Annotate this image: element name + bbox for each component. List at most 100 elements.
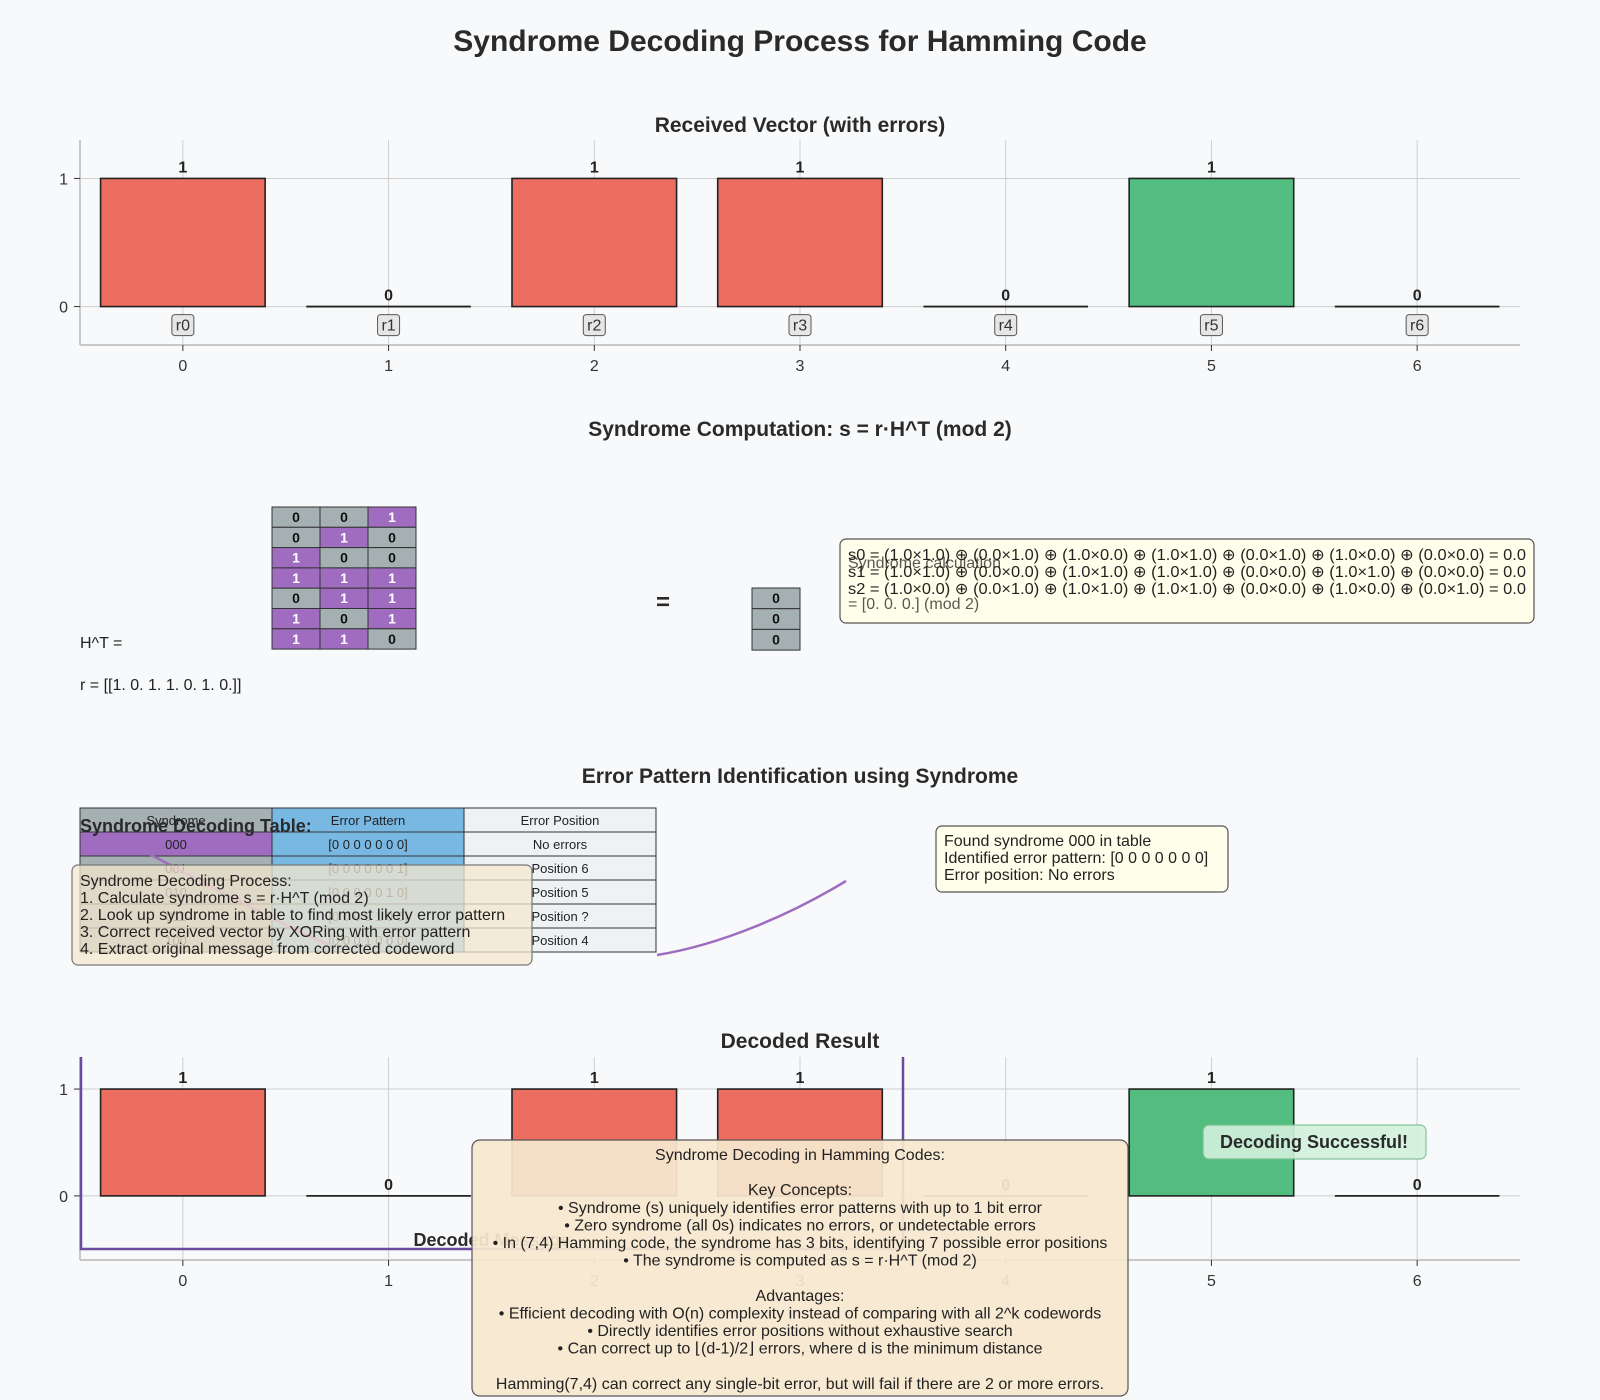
x-tick-label: 4	[1001, 358, 1010, 375]
equals-sign: =	[656, 589, 670, 616]
x-tick-label: 0	[178, 358, 187, 375]
syndrome-calculation-box: Syndrome calculation = [0. 0. 0.] (mod 2…	[839, 538, 1535, 624]
decoding-success-text: Decoding Successful!	[1220, 1132, 1408, 1152]
info-line: Syndrome Decoding in Hamming Codes:	[655, 1147, 945, 1164]
table-header-cell	[271, 807, 465, 833]
x-tick-label: 6	[1413, 1273, 1422, 1290]
bit-label: r6	[1410, 318, 1424, 335]
ht-cell-value: 0	[388, 529, 396, 545]
bar	[1128, 177, 1295, 308]
bit-label-box	[171, 314, 195, 337]
x-tick-label: 6	[1413, 358, 1422, 375]
ht-cell-value: 1	[340, 570, 348, 586]
ht-cell-value: 0	[340, 611, 348, 627]
ht-cell-value: 1	[292, 611, 300, 627]
y-tick-label: 0	[59, 1189, 68, 1206]
x-tick-label: 3	[796, 358, 805, 375]
table-cell	[271, 831, 465, 857]
bar-value-label: 0	[1413, 1177, 1422, 1194]
process-line-1: 1. Calculate syndrome s = r·H^T (mod 2)	[80, 890, 369, 907]
found-line-0: Found syndrome 000 in table	[944, 833, 1151, 850]
ht-cell-value: 1	[292, 570, 300, 586]
ht-cell-value: 1	[388, 570, 396, 586]
calc-line-s0: s0 = (1.0×1.0) ⊕ (0.0×1.0) ⊕ (1.0×0.0) ⊕…	[848, 547, 1526, 564]
process-line-4: 4. Extract original message from correct…	[80, 941, 454, 958]
info-line: Hamming(7,4) can correct any single-bit …	[496, 1376, 1104, 1393]
received-vector-text: r = [[1. 0. 1. 1. 0. 1. 0.]]	[80, 677, 241, 694]
info-line: • Zero syndrome (all 0s) indicates no er…	[564, 1217, 1036, 1234]
table-title: Syndrome Decoding Table:	[80, 816, 312, 836]
process-line-2: 2. Look up syndrome in table to find mos…	[80, 907, 505, 924]
bit-label-box	[994, 314, 1018, 337]
table-cell-text: Position 5	[531, 885, 588, 900]
syndrome-section-title: Syndrome Computation: s = r·H^T (mod 2)	[588, 418, 1012, 441]
syndrome-cell-value: 0	[772, 631, 780, 647]
syndrome-vector: 0 0 0	[751, 587, 801, 651]
y-tick-label: 0	[59, 300, 68, 317]
bit-label: r5	[1204, 318, 1218, 335]
ht-cell-value: 1	[340, 631, 348, 647]
calc-faded-title: Syndrome calculation	[848, 555, 1001, 572]
ht-cell-value: 0	[388, 550, 396, 566]
info-line: Key Concepts:	[748, 1182, 852, 1199]
bar-value-label: 1	[178, 1070, 187, 1087]
calc-faded-result: = [0. 0. 0.] (mod 2)	[848, 596, 979, 613]
bit-label: r3	[793, 318, 807, 335]
decoding-process-box: Syndrome Decoding Process: 1. Calculate …	[71, 864, 533, 966]
ht-cell-value: 0	[388, 631, 396, 647]
ht-cell-value: 0	[340, 509, 348, 525]
table-cell-text: No errors	[533, 837, 588, 852]
info-line: • Can correct up to ⌊(d-1)/2⌋ errors, wh…	[558, 1341, 1043, 1358]
x-tick-label: 2	[590, 358, 599, 375]
table-header-cell	[463, 807, 657, 833]
bit-label-box	[788, 314, 812, 337]
table-header-text: Syndrome	[146, 813, 205, 828]
y-tick-label: 1	[59, 171, 68, 188]
process-line-0: Syndrome Decoding Process:	[80, 873, 292, 890]
found-line-2: Error position: No errors	[944, 867, 1115, 884]
bar-value-label: 1	[796, 1070, 805, 1087]
bit-label-box	[1405, 314, 1429, 337]
bit-label-box	[582, 314, 606, 337]
table-cell-text: Position 6	[531, 861, 588, 876]
decoded-chart-title: Decoded Result	[721, 1030, 880, 1053]
bar	[99, 177, 266, 308]
table-header-text: Error Pattern	[331, 813, 405, 828]
syndrome-info-box: Syndrome Decoding in Hamming Codes: Key C…	[471, 1139, 1129, 1397]
ht-cell	[367, 628, 417, 650]
x-tick-label: 5	[1207, 1273, 1216, 1290]
ht-cell-value: 1	[340, 590, 348, 606]
bar-value-label: 1	[796, 159, 805, 176]
bar-value-label: 1	[178, 159, 187, 176]
bar-value-label: 1	[590, 1070, 599, 1087]
bar	[99, 1088, 266, 1197]
x-tick-label: 1	[384, 358, 393, 375]
page-title: Syndrome Decoding Process for Hamming Co…	[453, 25, 1146, 58]
ht-cell-value: 0	[292, 590, 300, 606]
calc-line-s1: s1 = (1.0×1.0) ⊕ (0.0×0.0) ⊕ (1.0×1.0) ⊕…	[848, 564, 1526, 581]
calc-line-s2: s2 = (1.0×0.0) ⊕ (0.0×1.0) ⊕ (1.0×1.0) ⊕…	[848, 581, 1526, 598]
ht-cell-value: 0	[292, 509, 300, 525]
ht-cell-value: 1	[388, 590, 396, 606]
table-cell-text: 000	[165, 837, 187, 852]
ht-label: H^T =	[80, 635, 122, 652]
table-header-cell	[79, 807, 273, 833]
error-section-title: Error Pattern Identification using Syndr…	[582, 765, 1018, 788]
received-chart-title: Received Vector (with errors)	[655, 114, 946, 137]
table-header-text: Error Position	[521, 813, 600, 828]
bit-label: r1	[381, 318, 395, 335]
syndrome-cell-value: 0	[772, 611, 780, 627]
x-tick-label: 5	[1207, 358, 1216, 375]
info-line: • Directly identifies error positions wi…	[587, 1323, 1012, 1340]
bit-label-box	[377, 314, 401, 337]
bar-value-label: 1	[590, 159, 599, 176]
bit-label: r2	[587, 318, 601, 335]
bar-value-label: 1	[1207, 159, 1216, 176]
info-line: • The syndrome is computed as s = r·H^T …	[623, 1253, 977, 1270]
ht-cell-value: 0	[340, 550, 348, 566]
ht-cell-value: 1	[292, 631, 300, 647]
bit-label-box	[1199, 314, 1223, 337]
syndrome-cell-value: 0	[772, 590, 780, 606]
